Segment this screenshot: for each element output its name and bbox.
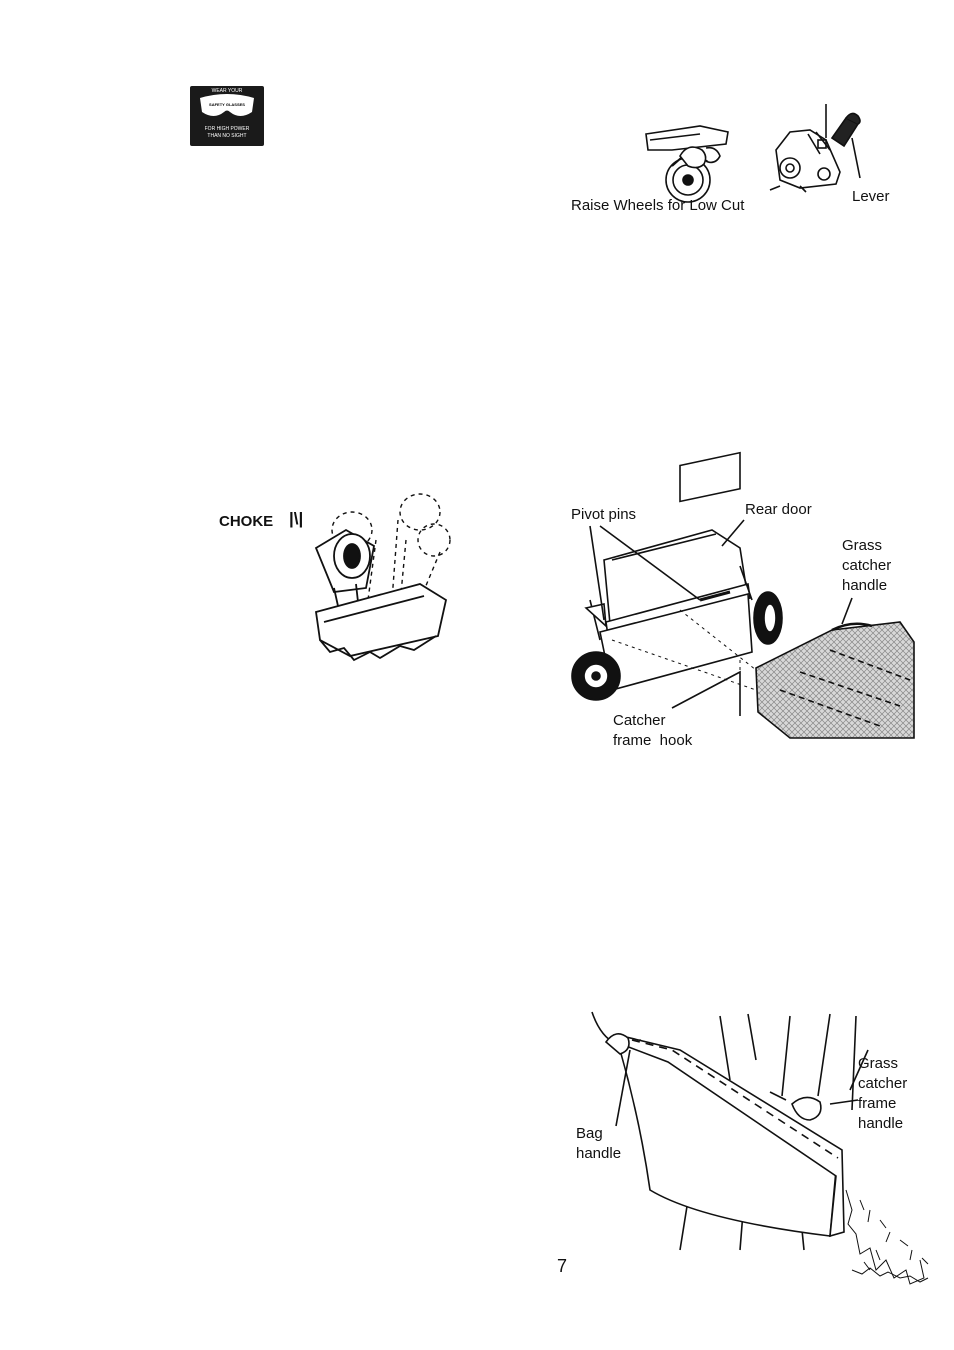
bag-handle-label-2: handle <box>576 1144 621 1164</box>
bag-handle-label-1: Bag <box>576 1124 603 1144</box>
frame-handle-label-1: Grass <box>858 1054 898 1074</box>
bag-emptying-illustration <box>0 0 954 1300</box>
frame-handle-label-2: catcher <box>858 1074 907 1094</box>
frame-handle-label-4: handle <box>858 1114 903 1134</box>
page-number: 7 <box>557 1256 567 1276</box>
frame-handle-label-3: frame <box>858 1094 896 1114</box>
